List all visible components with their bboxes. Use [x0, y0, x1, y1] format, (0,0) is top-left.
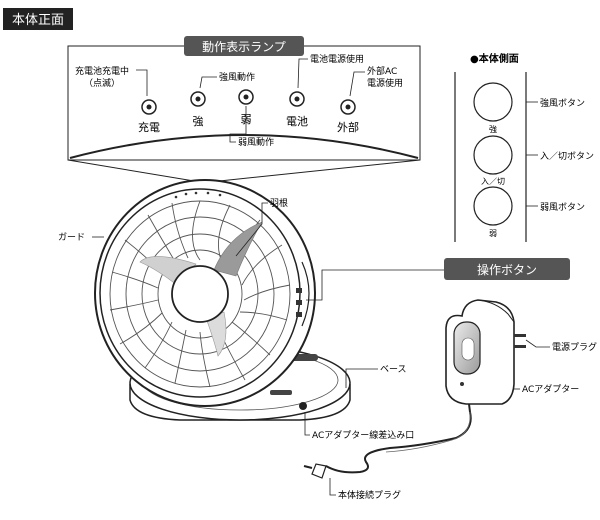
ac-inlet-port	[299, 402, 307, 410]
label-buttons: 操作ボタン	[477, 262, 537, 277]
side-button-power: 入／切 入／切ボタン	[473, 135, 594, 186]
lamp-charge: 充電	[138, 99, 160, 134]
label-plug-body: 本体接続プラグ	[338, 489, 401, 501]
label-guard: ガード	[58, 232, 85, 243]
button-callout: 入／切ボタン	[540, 151, 594, 162]
button-caption: 強	[489, 124, 497, 134]
fan-guard	[109, 200, 291, 388]
annotation-external-1: 外部AC	[367, 65, 397, 77]
annotation-charging-sub: （点滅）	[84, 77, 120, 89]
annotation-weak: 弱風動作	[238, 136, 274, 148]
lamp-label: 強	[193, 115, 204, 128]
annotation-external-2: 電源使用	[367, 77, 403, 89]
side-button-weak: 弱 弱風ボタン	[473, 186, 585, 238]
button-caption: 弱	[489, 229, 497, 238]
fan-button	[296, 288, 302, 293]
label-power-plug: 電源プラグ	[552, 341, 597, 353]
label-blade: 羽根	[270, 197, 288, 209]
lamp-panel-title: 動作表示ランプ	[202, 40, 286, 54]
button-caption: 入／切	[481, 177, 505, 186]
annotation-battery: 電池電源使用	[310, 53, 364, 65]
annotation-charging: 充電池充電中	[75, 65, 129, 77]
label-ac-inlet: ACアダプター線差込み口	[312, 429, 414, 441]
label-base: ベース	[380, 365, 407, 375]
button-callout: 弱風ボタン	[540, 202, 585, 213]
buttons-callout-tag: 操作ボタン	[444, 258, 570, 280]
barrel-plug	[311, 463, 327, 479]
ac-adapter	[303, 299, 526, 479]
fan-hub	[171, 265, 229, 323]
plug-prong	[514, 345, 526, 348]
label-adapter: ACアダプター	[522, 383, 579, 395]
lamp-label: 充電	[138, 120, 160, 134]
section-title-tag: 本体正面	[3, 8, 73, 30]
fan-illustration	[94, 179, 351, 421]
button-callout: 強風ボタン	[540, 97, 585, 109]
lamp-external: 外部	[337, 99, 359, 134]
lamp-battery: 電池	[286, 91, 308, 128]
lamp-panel: 動作表示ランプ 充電 強 弱 電池 外部 充電池充電中 （点滅） 強風動作 電池	[67, 36, 421, 183]
annotation-strong: 強風動作	[219, 71, 255, 83]
plug-prong	[514, 334, 526, 337]
fan-button	[296, 300, 302, 305]
side-title: ●本体側面	[470, 52, 519, 65]
lamp-panel-title-tag: 動作表示ランプ	[184, 36, 304, 56]
lamp-label: 電池	[286, 115, 308, 128]
section-title: 本体正面	[12, 13, 64, 28]
fan-button	[296, 312, 302, 317]
lamp-label: 外部	[337, 120, 359, 134]
side-button-strong: 強 強風ボタン	[473, 82, 585, 134]
lamp-strong: 強	[190, 91, 206, 128]
side-panel: ●本体側面 強 強風ボタン 入／切 入／切ボタン 弱 弱風ボタン	[454, 52, 594, 242]
